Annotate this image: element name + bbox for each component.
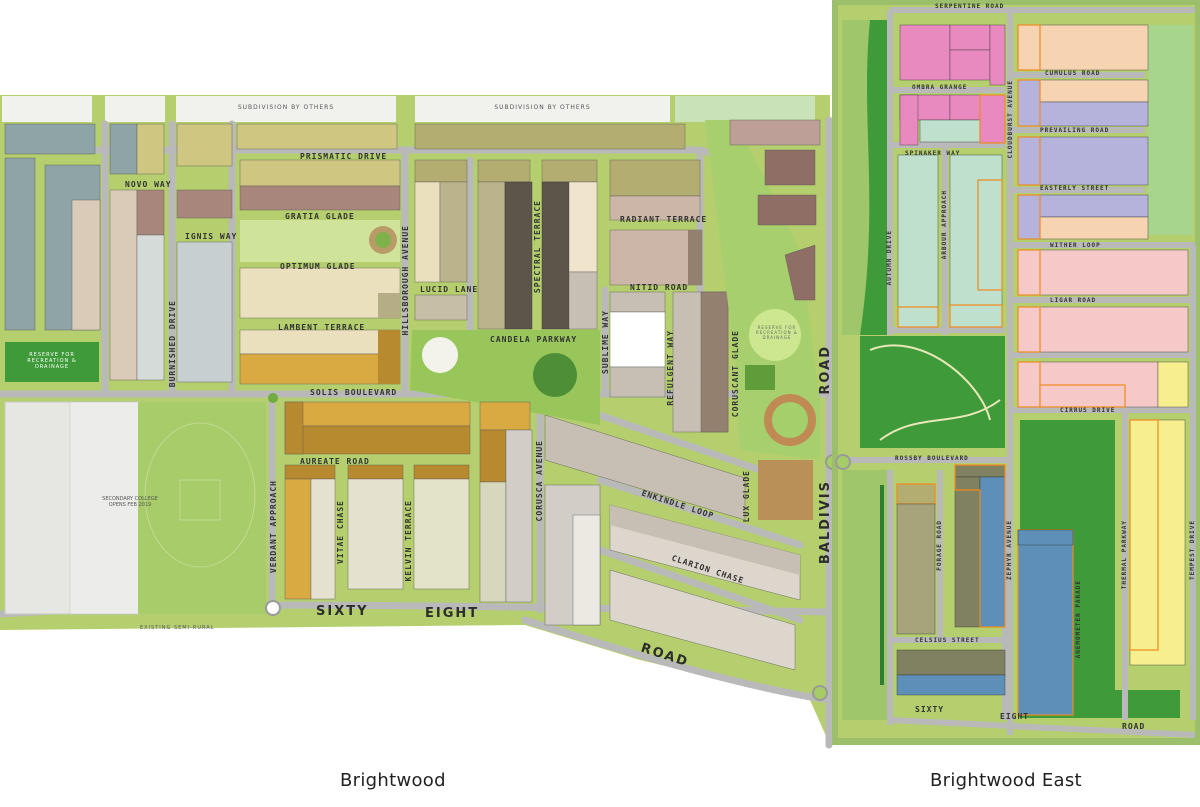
street-prevailing-road: PREVAILING ROAD	[1040, 127, 1110, 134]
street-eight-label: EIGHT	[425, 606, 480, 621]
street-cloudburst-avenue: CLOUDBURST AVENUE	[1007, 80, 1014, 159]
reserve-park-label: RESERVE FOR RECREATION & DRAINAGE	[756, 325, 798, 340]
street-arbour-approach: ARBOUR APPROACH	[941, 190, 948, 260]
street-corusca-avenue: CORUSCA AVENUE	[535, 440, 544, 522]
street-refulgent-way: REFULGENT WAY	[666, 330, 675, 406]
street-cumulus-road: CUMULUS ROAD	[1045, 70, 1101, 77]
street-hillsborough-avenue: HILLSBOROUGH AVENUE	[401, 225, 410, 336]
secondary-college-label: SECONDARY COLLEGE OPENS FEB 2019	[102, 496, 158, 508]
street-solis-boulevard: SOLIS BOULEVARD	[310, 388, 398, 397]
street-spinaker-way: SPINAKER WAY	[905, 150, 961, 157]
street-sixty-label: SIXTY	[316, 604, 369, 619]
street-celsius-street: CELSIUS STREET	[915, 637, 980, 644]
street-rossby-boulevard: ROSSBY BOULEVARD	[895, 455, 969, 462]
street-baldivis-label: BALDIVIS	[818, 480, 833, 565]
street-serpentine-road: SERPENTINE ROAD	[935, 3, 1005, 10]
street-burnished-drive: BURNISHED DRIVE	[168, 300, 177, 388]
street-ombra-grange: OMBRA GRANGE	[912, 84, 968, 91]
street-easterly-street: EASTERLY STREET	[1040, 185, 1110, 192]
street-lambent-terrace: LAMBENT TERRACE	[278, 323, 366, 332]
street-optimum-glade: OPTIMUM GLADE	[280, 262, 356, 271]
existing-semi-rural-label: EXISTING SEMI-RURAL	[140, 625, 215, 631]
street-eight-east: EIGHT	[1000, 712, 1030, 721]
street-sublime-way: SUBLIME WAY	[601, 310, 610, 374]
street-candela-parkway: CANDELA PARKWAY	[490, 335, 578, 344]
street-ignis-way: IGNIS WAY	[185, 232, 238, 241]
street-lucid-lane: LUCID LANE	[420, 285, 479, 294]
street-forage-road: FORAGE ROAD	[936, 520, 943, 571]
street-road-east: ROAD	[1122, 722, 1146, 731]
street-lux-glade: LUX GLADE	[742, 470, 751, 523]
street-vitae-chase: VITAE CHASE	[336, 500, 345, 564]
street-nitid-road: NITID ROAD	[630, 283, 689, 292]
street-thermal-parkway: THERMAL PARKWAY	[1121, 520, 1128, 590]
caption-brightwood-east: Brightwood East	[930, 770, 1082, 791]
street-road-label-north: ROAD	[818, 345, 833, 395]
street-zephyr-avenue: ZEPHYR AVENUE	[1006, 520, 1013, 580]
street-coruscant-glade: CORUSCANT GLADE	[731, 330, 740, 418]
street-kelvin-terrace: KELVIN TERRACE	[404, 500, 413, 582]
street-wither-loop: WITHER LOOP	[1050, 242, 1101, 249]
street-verdant-approach: VERDANT APPROACH	[269, 480, 278, 574]
street-anemometer-parade: ANEMOMETER PARADE	[1075, 580, 1082, 659]
street-aureate-road: AUREATE ROAD	[300, 457, 370, 466]
street-autumn-drive: AUTUMN DRIVE	[886, 230, 893, 286]
street-cirrus-drive: CIRRUS DRIVE	[1060, 407, 1116, 414]
street-tempest-drive: TEMPEST DRIVE	[1189, 520, 1196, 580]
street-prismatic-drive: PRISMATIC DRIVE	[300, 152, 388, 161]
street-gratia-glade: GRATIA GLADE	[285, 212, 355, 221]
street-ligar-road: LIGAR ROAD	[1050, 297, 1097, 304]
street-sixty-east: SIXTY	[915, 705, 945, 714]
street-radiant-terrace: RADIANT TERRACE	[620, 215, 708, 224]
street-novo-way: NOVO WAY	[125, 180, 172, 189]
subdivision-by-others-right: SUBDIVISION BY OTHERS	[494, 104, 591, 111]
street-spectral-terrace: SPECTRAL TERRACE	[533, 200, 542, 294]
subdivision-by-others-left: SUBDIVISION BY OTHERS	[237, 104, 335, 111]
reserve-west-label: RESERVE FOR RECREATION & DRAINAGE	[27, 352, 77, 370]
caption-brightwood: Brightwood	[340, 770, 446, 791]
